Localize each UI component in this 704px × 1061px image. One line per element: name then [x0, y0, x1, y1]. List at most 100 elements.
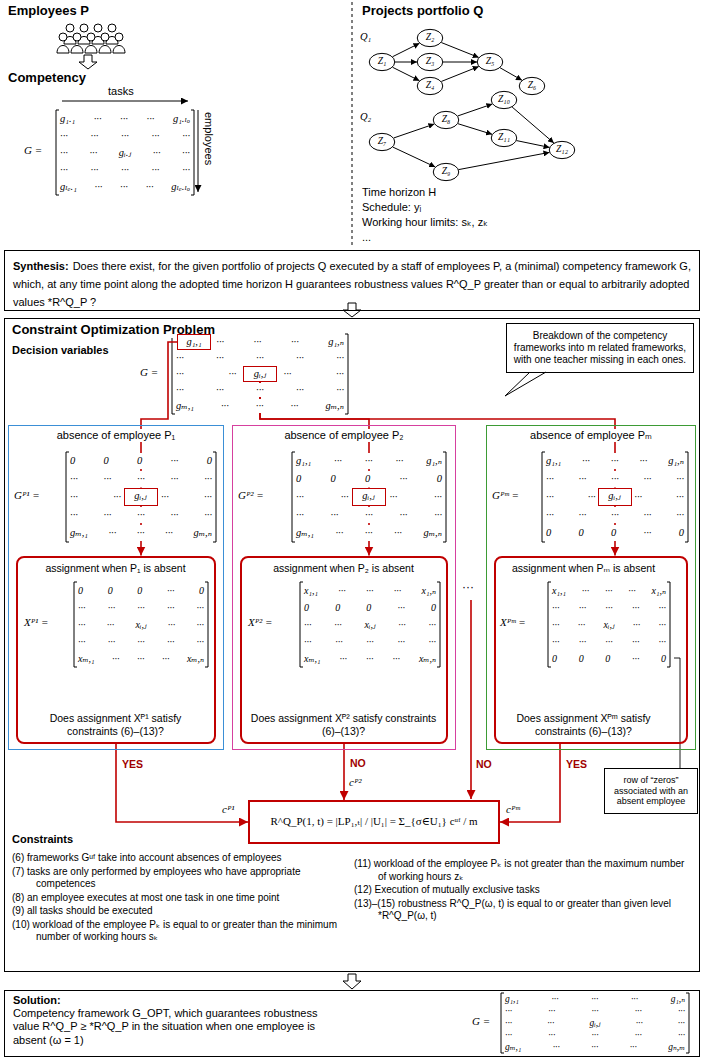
- node-text: Z₆: [528, 80, 537, 91]
- node-outline: [519, 77, 544, 94]
- connector-arrow: [500, 68, 522, 81]
- task-node: Z₈: [433, 111, 459, 129]
- constraint-column: (6) frameworks Gᵘᶠ take into account abs…: [12, 852, 342, 944]
- node-outline: [433, 111, 458, 128]
- connector-arrow: [516, 141, 549, 148]
- task-node: Z₂: [417, 29, 443, 47]
- matrix-row: ··· ···: [389, 489, 442, 505]
- matrix-bracket: [542, 452, 688, 542]
- matrix-name: G =: [472, 1015, 490, 1028]
- matrix-row: g₁.₁ ··· ··· ··· g₁.ₗₒ: [60, 111, 190, 126]
- highlighted-entry: gᵢ,ⱼ: [352, 488, 386, 506]
- connector-arrow: [500, 744, 560, 823]
- node-text: gᵢ,ⱼ: [254, 368, 266, 381]
- connector-arrow: [458, 104, 493, 116]
- ellipsis-mark: ···: [462, 580, 474, 594]
- node-text: Z₁₀: [498, 94, 510, 105]
- matrix-name: Xᴾᵐ =: [500, 616, 526, 629]
- outcome-symbol: cᴾ¹: [222, 803, 234, 816]
- matrix-row: gₘ,₁ ··· ··· ··· gₙ,ₘ: [505, 1042, 685, 1052]
- panel-heading: Employees P: [8, 3, 89, 19]
- parameter-text: ...: [362, 231, 371, 244]
- matrix-row: ··· ··· ··· g₁,ₙ: [216, 335, 344, 349]
- matrix-row: ··· ···: [546, 489, 596, 505]
- matrix-row: ··· ··· ··· ··· ···: [552, 634, 666, 649]
- employees-icon: [57, 24, 125, 53]
- node-text: Z₉: [442, 166, 451, 177]
- matrix-row: gₘ,₁ ··· ··· ··· gₘ,ₙ: [70, 525, 212, 541]
- node-text: absence of employee Pₘ: [530, 429, 652, 442]
- outcome-symbol: cᴾ²: [349, 776, 361, 789]
- axis-arrow: [198, 110, 199, 192]
- matrix-row: ··· ··· xᵢ,ⱼ ··· ···: [552, 617, 666, 632]
- matrix-row: ··· ··· ··· ··· ···: [70, 471, 212, 487]
- matrix-name: G =: [140, 366, 158, 379]
- matrix-row: ··· ···: [161, 489, 212, 505]
- node-text: Z₂: [426, 32, 435, 43]
- parameter-text: Schedule: yᵢ: [362, 201, 421, 214]
- hollow-arrow: [79, 55, 97, 69]
- matrix-bracket: [300, 582, 440, 667]
- node-outline: [417, 29, 442, 46]
- callout-tail: [505, 372, 546, 396]
- matrix-row: ··· ··· gᵢ.ⱼ ··· ···: [60, 145, 190, 160]
- axis-label: tasks: [108, 85, 134, 98]
- matrix-row: ··· ··· ··· ··· ···: [60, 162, 190, 177]
- connector-arrow: [116, 744, 248, 823]
- matrix-bracket: [56, 110, 194, 195]
- section-heading: Constraints: [12, 833, 73, 846]
- matrix-name: Gᴾ² =: [238, 489, 264, 502]
- node-outline: [433, 163, 458, 180]
- matrix-name: Xᴾ² =: [248, 616, 272, 629]
- axis-arrow: [62, 101, 188, 102]
- node-text: Z₈: [442, 114, 451, 125]
- node-text: Does assignment Xᴾᵐ satisfy constraints …: [502, 712, 666, 737]
- parameter-text: Time horizon H: [362, 186, 436, 199]
- node-text: assignment when P₂ is absent: [273, 562, 414, 575]
- callout-box: Breakdown of the competency frameworks i…: [506, 323, 694, 373]
- node-text: Breakdown of the competency frameworks i…: [512, 330, 688, 366]
- constraint-item: (10) workload of the employee Pₖ is equa…: [12, 919, 342, 944]
- matrix-row: xₘ,₁ ··· ··· ··· xₘ,ₙ: [304, 651, 436, 666]
- constraint-item: (8) an employee executes at most one tas…: [12, 892, 342, 905]
- matrix-row: ··· ···: [296, 489, 349, 505]
- matrix-row: gₘ,₁ ··· ··· ··· gₘ,ₙ: [296, 525, 442, 541]
- outcome-arrow: [470, 600, 472, 799]
- node-text: assignment when P₁ is absent: [45, 562, 185, 575]
- matrix-row: ··· ··· ··· ··· ···: [176, 351, 344, 365]
- node-outline: [549, 141, 574, 158]
- matrix-row: ··· ··· ··· ··· ···: [296, 507, 442, 523]
- node-text: gᵢ,ⱼ: [134, 490, 146, 503]
- connector-arrow: [393, 147, 435, 167]
- matrix-row: gₗₑ.₁ ··· ··· ··· gₗₑ.ₗₒ: [60, 179, 190, 194]
- node-text: absence of employee P₂: [284, 429, 403, 442]
- task-node: Z₅: [477, 53, 503, 71]
- connector-arrow: [393, 43, 420, 56]
- highlighted-entry: gᵢ,ⱼ: [124, 488, 158, 506]
- task-node: Z₇: [369, 133, 395, 151]
- matrix-name: Xᴾ¹ =: [24, 616, 48, 629]
- connector-arrow: [512, 107, 554, 143]
- matrix-row: 0 0 0 ··· 0: [546, 525, 684, 541]
- connector-arrow: [395, 62, 417, 63]
- node-text: absence of employee P₁: [57, 429, 176, 442]
- task-node: Z₄: [417, 77, 443, 95]
- connector-arrow: [393, 67, 420, 80]
- node-text: Z₁: [378, 56, 387, 67]
- highlighted-entry: gᵢ,ⱼ: [243, 366, 277, 382]
- callout-box: row of “zeros” associated with an absent…: [604, 768, 698, 814]
- constraint-item: (7) tasks are only performed by employee…: [12, 866, 342, 891]
- matrix-row: ··· ··· gᵢ,ⱼ ··· ···: [505, 1018, 685, 1028]
- node-text: Z₅: [486, 56, 495, 67]
- matrix-row: 0 0 0 ··· 0: [70, 453, 212, 469]
- synthesis-box: Synthesis:Does there exist, for the give…: [4, 250, 700, 311]
- matrix-row: ··· ··· xᵢ,ⱼ ··· ···: [78, 617, 204, 632]
- connector-arrow: [441, 43, 478, 58]
- outcome-symbol: cᴾᵐ: [506, 803, 520, 816]
- graph-name: Q₁: [360, 31, 371, 44]
- matrix-row: ··· ··· ··· ··· ···: [546, 507, 684, 523]
- constraint-item: (11) workload of the employee Pₖ is not …: [354, 858, 694, 883]
- matrix-bracket: [501, 993, 689, 1053]
- panel-heading: Projects portfolio Q: [362, 3, 483, 19]
- node-outline: [369, 133, 394, 150]
